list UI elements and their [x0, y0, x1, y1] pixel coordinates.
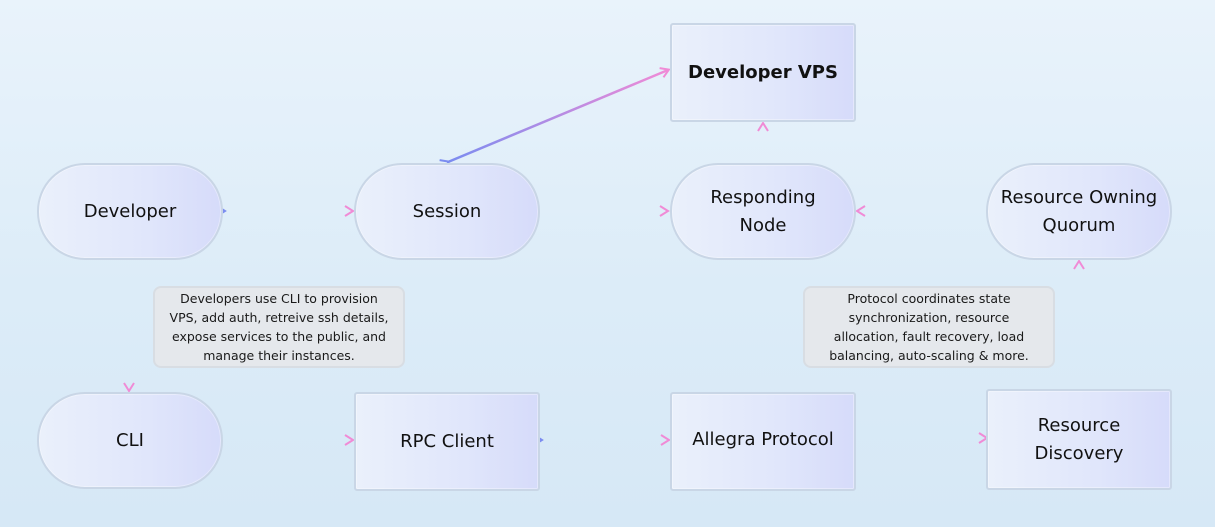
node-developer: Developer: [37, 163, 223, 260]
node-session-label: Session: [412, 200, 482, 222]
node-allegra-protocol: Allegra Protocol: [670, 392, 856, 491]
node-resource-owning-quorum: Resource Owning Quorum: [986, 163, 1172, 260]
node-developer-vps: Developer VPS: [670, 23, 856, 122]
node-resource-owning-quorum-label: Resource Owning Quorum: [1000, 186, 1158, 236]
node-session: Session: [354, 163, 540, 260]
note-protocol-description-text: Protocol coordinates state synchronizati…: [829, 291, 1029, 363]
node-rpc-client: RPC Client: [354, 392, 540, 491]
node-cli-label: CLI: [116, 429, 144, 451]
note-protocol-description: Protocol coordinates state synchronizati…: [803, 286, 1055, 368]
node-resource-discovery-label: Resource Discovery: [1034, 414, 1124, 464]
node-resource-discovery: Resource Discovery: [986, 389, 1172, 490]
node-cli: CLI: [37, 392, 223, 489]
node-developer-vps-label: Developer VPS: [688, 61, 838, 83]
node-rpc-client-label: RPC Client: [400, 430, 494, 452]
edge-session-developer-vps: [439, 67, 671, 170]
note-cli-description-text: Developers use CLI to provision VPS, add…: [169, 291, 389, 363]
node-responding-node-label: Responding Node: [710, 186, 816, 236]
node-responding-node: Responding Node: [670, 163, 856, 260]
node-allegra-protocol-label: Allegra Protocol: [692, 429, 834, 450]
node-developer-label: Developer: [83, 200, 177, 222]
note-cli-description: Developers use CLI to provision VPS, add…: [153, 286, 405, 368]
